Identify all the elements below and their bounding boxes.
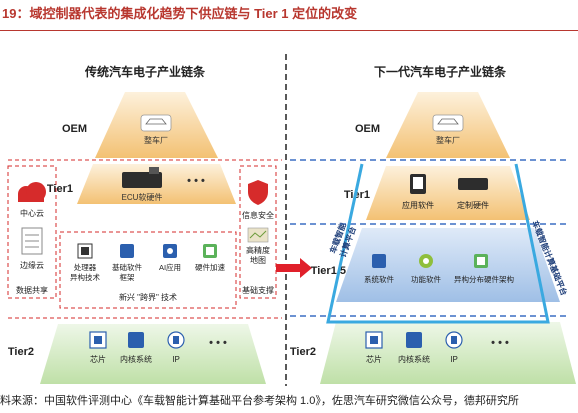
emerging-item-2b: 框架 xyxy=(120,272,135,282)
right-tier15-item-2: 功能软件 xyxy=(411,274,441,284)
data-share-caption: 数据共享 xyxy=(16,285,48,295)
chip-icon xyxy=(89,331,107,349)
infra-box xyxy=(239,165,277,299)
hetero-hardware-icon xyxy=(474,254,488,268)
left-tier1-label: Tier1 xyxy=(47,183,73,195)
right-tier2-band xyxy=(320,322,576,384)
supply-chain-diagram: 传统汽车电子产业链条 OEM 整车厂 Tier1 ECU软硬件 • • • 中心… xyxy=(7,54,576,386)
right-kernel-icon xyxy=(406,332,422,348)
right-tier15-item-3: 异构分布硬件架构 xyxy=(454,274,514,284)
figure-title: 19：域控制器代表的集成化趋势下供应链与 Tier 1 定位的改变 xyxy=(2,6,358,21)
system-software-icon xyxy=(372,254,386,268)
right-oem-item: 整车厂 xyxy=(436,135,460,145)
shield-icon xyxy=(248,180,268,205)
infra-map-line1: 高精度 xyxy=(246,245,270,255)
platform-frame xyxy=(326,163,550,324)
emerging-item-1a: 处理器 xyxy=(74,262,97,272)
hw-accel-icon xyxy=(203,244,217,258)
emerging-caption: 新兴 "跨界" 技术 xyxy=(119,292,177,302)
infra-caption: 基础支撑 xyxy=(242,285,274,295)
right-tier2-item-1: 芯片 xyxy=(366,354,382,364)
data-share-box xyxy=(7,165,57,299)
ecu-chip-icon xyxy=(122,167,162,188)
emerging-item-1b: 异构技术 xyxy=(70,272,100,282)
figure-source: 料来源：中国软件评测中心《车载智能计算基础平台参考架构 1.0》，佐思汽车研究微… xyxy=(0,395,519,407)
left-tier2-ellipsis: • • • xyxy=(209,337,227,349)
left-tier1-item: ECU软硬件 xyxy=(122,192,163,202)
left-tier2-item-3: IP xyxy=(172,355,180,364)
left-tier2-band xyxy=(40,324,266,384)
right-oem-label: OEM xyxy=(355,123,380,135)
right-tier2-ellipsis: • • • xyxy=(491,337,509,349)
processor-icon xyxy=(77,243,93,259)
data-edge-cloud: 边缘云 xyxy=(20,260,44,270)
function-software-icon xyxy=(419,254,433,268)
custom-hardware-icon xyxy=(458,178,488,190)
right-car-icon xyxy=(432,114,464,132)
infra-map-line2: 地图 xyxy=(250,255,266,265)
right-tier15-band xyxy=(336,228,560,302)
right-title: 下一代汽车电子产业链条 xyxy=(374,64,507,79)
right-tier2-item-3: IP xyxy=(450,355,458,364)
left-tier2-label: Tier2 xyxy=(8,346,34,358)
right-tier1-band xyxy=(366,166,530,220)
app-software-icon xyxy=(410,174,426,194)
left-oem-item: 整车厂 xyxy=(144,135,168,145)
left-tier2-item-1: 芯片 xyxy=(90,354,106,364)
infra-security: 信息安全 xyxy=(242,210,274,220)
left-title: 传统汽车电子产业链条 xyxy=(84,64,206,79)
right-chip-icon xyxy=(365,331,383,349)
right-tier15-item-1: 系统软件 xyxy=(364,274,394,284)
right-tier2-label: Tier2 xyxy=(290,346,316,358)
ai-icon xyxy=(163,244,177,258)
right-ip-icon xyxy=(445,331,463,349)
cloud-icon xyxy=(18,182,46,202)
car-icon xyxy=(140,114,172,132)
map-icon xyxy=(247,227,269,243)
emerging-item-2a: 基础软件 xyxy=(112,262,142,272)
left-oem-label: OEM xyxy=(62,123,87,135)
right-tier1-label: Tier1 xyxy=(344,189,370,201)
right-tier2-item-2: 内核系统 xyxy=(398,354,430,364)
edge-cloud-icon xyxy=(21,227,43,255)
emerging-item-4: 硬件加速 xyxy=(195,262,225,272)
ip-icon xyxy=(167,331,185,349)
title-rule xyxy=(0,30,578,31)
emerging-tech-box xyxy=(59,231,237,309)
kernel-icon xyxy=(128,332,144,348)
data-center-cloud: 中心云 xyxy=(20,208,44,218)
transition-arrow xyxy=(276,258,312,278)
left-tier2-item-2: 内核系统 xyxy=(120,354,152,364)
left-tier1-ellipsis: • • • xyxy=(187,175,205,187)
emerging-item-3: AI应用 xyxy=(159,262,181,272)
framework-icon xyxy=(120,244,134,258)
right-tier1-item-1: 应用软件 xyxy=(402,200,434,210)
right-tier1-item-2: 定制硬件 xyxy=(457,200,489,210)
